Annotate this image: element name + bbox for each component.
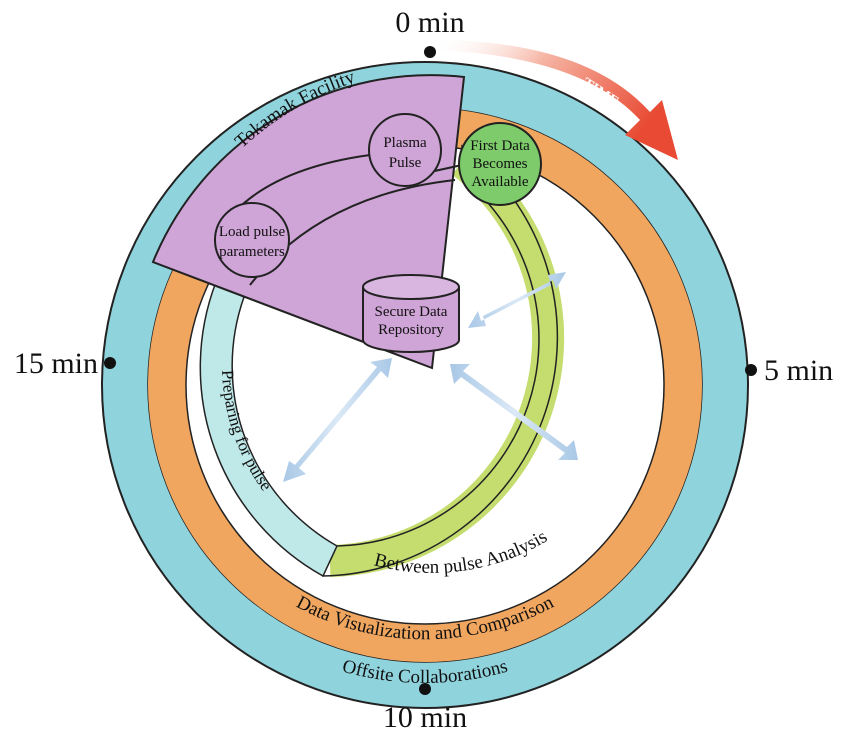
first-data-line3: Available xyxy=(471,174,529,190)
flow-arrow-lower-right xyxy=(450,364,578,460)
load-pulse-line1: Load pulse xyxy=(219,224,286,240)
preparing-ring xyxy=(200,284,338,575)
time-label-top: 0 min xyxy=(395,6,464,39)
flow-arrow-upper-right xyxy=(468,272,566,328)
first-data-line2: Becomes xyxy=(473,156,528,172)
time-dot-left xyxy=(104,357,116,369)
flow-arrow-lower-left xyxy=(283,358,392,482)
first-data-circle xyxy=(458,122,542,206)
secure-data-repository: Secure Data Repository xyxy=(362,274,460,353)
time-marker-10: 10 min xyxy=(383,683,467,734)
plasma-pulse-line2: Pulse xyxy=(389,155,422,171)
load-pulse-line2: parameters xyxy=(219,244,285,260)
time-arrow-shape xyxy=(432,40,678,160)
time-dot-top xyxy=(424,46,436,58)
first-data-line1: First Data xyxy=(470,138,530,154)
first-data-node: First Data Becomes Available xyxy=(458,122,542,206)
plasma-pulse-node: Plasma Pulse xyxy=(368,113,442,187)
repository-line1: Secure Data xyxy=(375,304,448,320)
time-marker-15: 15 min xyxy=(14,347,116,380)
analysis-border xyxy=(321,144,559,577)
flow-arrows xyxy=(283,272,578,482)
time-marker-5: 5 min xyxy=(745,354,833,387)
repository-body xyxy=(362,287,460,353)
outer-border xyxy=(101,61,749,709)
time-label-right: 5 min xyxy=(764,354,833,387)
repository-line2: Repository xyxy=(378,322,444,338)
plasma-pulse-line1: Plasma xyxy=(383,135,427,151)
time-dot-right xyxy=(745,364,757,376)
plasma-pulse-circle xyxy=(368,113,442,187)
repository-top xyxy=(362,274,460,300)
time-marker-0: 0 min xyxy=(395,6,465,58)
time-label-bottom: 10 min xyxy=(383,701,467,734)
time-dot-bottom xyxy=(419,683,431,695)
analysis-ring xyxy=(329,149,565,577)
time-label-left: 15 min xyxy=(14,347,98,380)
load-pulse-node: Load pulse parameters xyxy=(214,202,290,278)
load-pulse-circle xyxy=(214,202,290,278)
